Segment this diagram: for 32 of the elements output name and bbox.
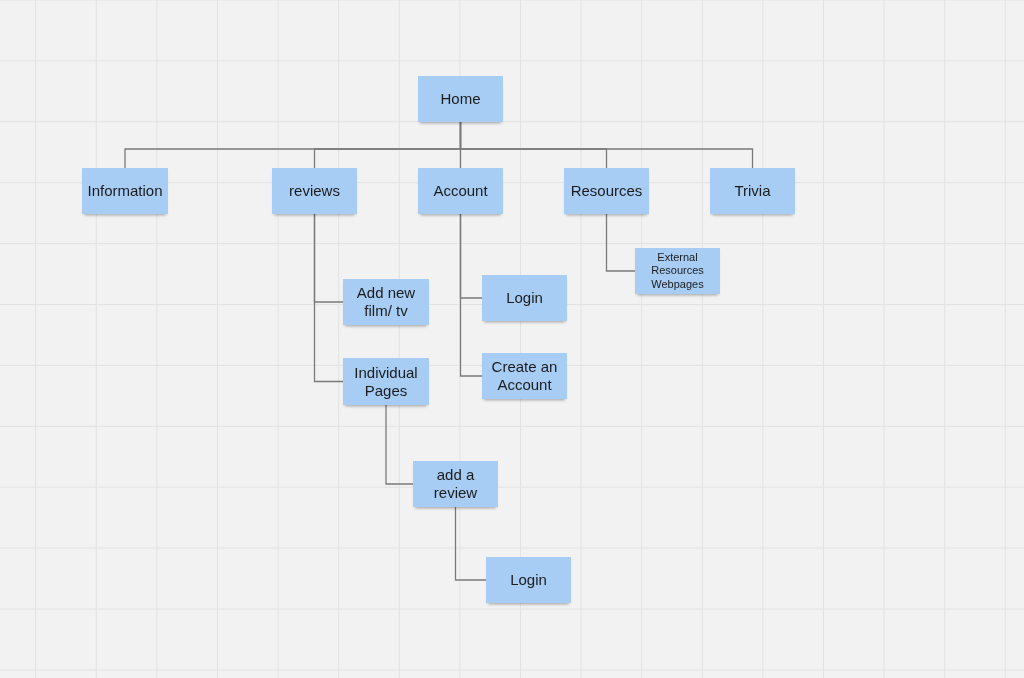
sticky-note <box>418 168 503 214</box>
note-text: Trivia <box>734 182 771 200</box>
note-text: Resources <box>570 182 643 200</box>
note-text: reviews <box>289 182 340 200</box>
sticky-note <box>418 76 503 122</box>
sticky-note <box>272 168 357 214</box>
note-text: Login <box>510 571 547 589</box>
note-text: Add new film/ tv <box>355 284 417 320</box>
sticky-note <box>486 557 571 603</box>
sticky-note <box>564 168 649 214</box>
note-text: Home <box>440 90 481 108</box>
sticky-note <box>482 353 567 399</box>
sticky-note <box>482 275 567 321</box>
note-text: External Resources Webpages <box>650 251 705 291</box>
sticky-note <box>413 461 498 507</box>
connector-line <box>605 213 636 272</box>
note-text: Individual Pages <box>353 363 419 400</box>
sticky-note <box>82 168 168 214</box>
connector-line <box>459 213 483 377</box>
note-text: Account <box>433 182 488 200</box>
connector-line <box>313 213 344 383</box>
sticky-note <box>710 168 795 214</box>
note-text: Login <box>506 289 543 307</box>
note-text: Information <box>87 182 163 200</box>
note-text: Create an Account <box>490 358 559 394</box>
sticky-note <box>635 248 720 294</box>
connector-line <box>454 506 487 581</box>
note-text: add a review <box>432 466 479 502</box>
connector-line <box>385 404 414 485</box>
sticky-note <box>343 358 429 405</box>
connector-line <box>459 121 754 169</box>
sticky-note <box>343 279 429 325</box>
